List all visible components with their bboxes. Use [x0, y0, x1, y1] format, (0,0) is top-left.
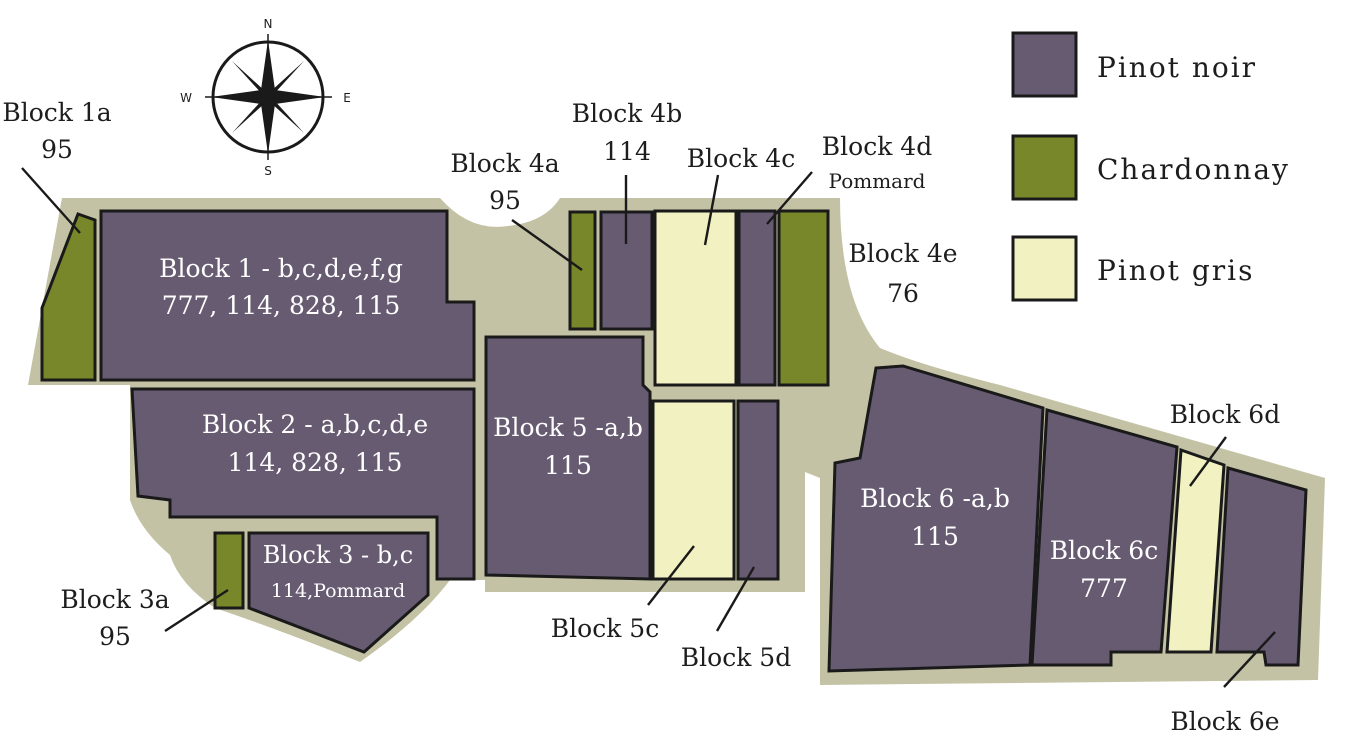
block-4e-name: Block 4e: [848, 239, 957, 268]
block-6[interactable]: [827, 364, 1045, 673]
compass-w: W: [180, 91, 192, 105]
block-6-name: Block 6 -a,b: [860, 484, 1010, 513]
block-1-name: Block 1 - b,c,d,e,f,g: [159, 254, 403, 283]
block-4b[interactable]: [599, 210, 654, 331]
block-6c-name: Block 6c: [1050, 536, 1158, 565]
block-5-clone: 115: [544, 451, 592, 480]
block-4c-name: Block 4c: [687, 144, 795, 173]
block-3a-clone: 95: [99, 622, 131, 651]
block-4d-name: Block 4d: [822, 132, 932, 161]
leader-1a: [21, 167, 81, 234]
block-1-clones: 777, 114, 828, 115: [162, 291, 401, 320]
block-5d-name: Block 5d: [681, 643, 791, 672]
block-4a-clone: 95: [489, 186, 521, 215]
block-2-clones: 114, 828, 115: [228, 448, 403, 477]
legend: Pinot noir Chardonnay Pinot gris: [1011, 31, 1290, 302]
legend-label-pinot-gris: Pinot gris: [1097, 254, 1254, 287]
block-4a-name: Block 4a: [450, 149, 559, 178]
block-4b-clone: 114: [603, 137, 651, 166]
block-3-clones: 114,Pommard: [271, 580, 405, 602]
compass-rose: N S W E: [180, 17, 351, 178]
legend-swatch-chardonnay: [1011, 134, 1078, 201]
block-5c[interactable]: [651, 399, 736, 581]
block-4e-clone: 76: [887, 279, 919, 308]
leader-5d: [715, 566, 756, 632]
block-5[interactable]: [484, 335, 652, 581]
legend-swatch-pinot-noir: [1011, 31, 1078, 98]
compass-n: N: [264, 17, 273, 31]
block-3[interactable]: [247, 531, 430, 654]
block-6c[interactable]: [1030, 408, 1179, 667]
legend-label-chardonnay: Chardonnay: [1097, 153, 1290, 186]
leader-5c: [647, 545, 695, 606]
leader-4c: [703, 174, 720, 246]
block-3a-name: Block 3a: [60, 585, 169, 614]
leader-4a: [511, 219, 583, 271]
legend-swatch-pinot-gris: [1011, 235, 1078, 302]
block-3-name: Block 3 - b,c: [263, 541, 413, 569]
block-6-clone: 115: [911, 522, 959, 551]
block-6e-name: Block 6e: [1170, 707, 1279, 736]
block-1a[interactable]: [40, 212, 97, 382]
compass-s: S: [264, 164, 272, 178]
block-2-name: Block 2 - a,b,c,d,e: [202, 410, 428, 439]
block-1[interactable]: [99, 209, 476, 382]
block-6e[interactable]: [1215, 466, 1308, 667]
block-4c[interactable]: [653, 209, 738, 387]
block-6c-clone: 777: [1080, 574, 1128, 603]
leader-4d: [766, 171, 813, 225]
block-1a-clone: 95: [41, 135, 73, 164]
block-4a[interactable]: [568, 210, 597, 331]
block-4e[interactable]: [777, 209, 830, 387]
block-4d[interactable]: [737, 209, 777, 387]
block-4b-name: Block 4b: [572, 99, 682, 128]
compass-e: E: [343, 91, 351, 105]
leader-3a: [164, 588, 229, 633]
legend-label-pinot-noir: Pinot noir: [1097, 51, 1257, 84]
leader-6e: [1223, 631, 1276, 688]
block-5d[interactable]: [736, 399, 780, 581]
leader-6d: [1189, 436, 1227, 487]
block-5c-name: Block 5c: [551, 614, 659, 643]
block-1a-name: Block 1a: [2, 98, 111, 127]
block-6d-name: Block 6d: [1170, 400, 1280, 429]
block-2[interactable]: [130, 387, 476, 581]
block-4d-clone: Pommard: [829, 169, 926, 193]
block-5-name: Block 5 -a,b: [493, 413, 643, 442]
